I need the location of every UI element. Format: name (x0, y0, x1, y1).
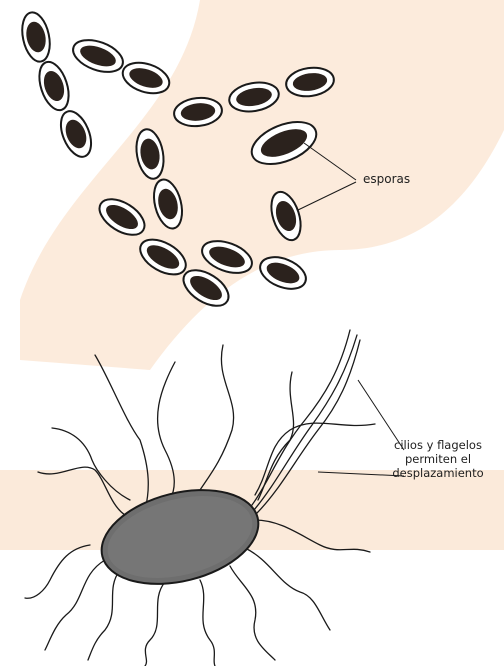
cilia-label-line-1: cilios y flagelos (372, 438, 504, 452)
cilia-flagella-label: cilios y flagelos permiten el desplazami… (372, 438, 504, 480)
cilia-label-line-2: permiten el (372, 452, 504, 466)
spores-label: esporas (363, 172, 410, 186)
cilia-label-line-3: desplazamiento (372, 466, 504, 480)
